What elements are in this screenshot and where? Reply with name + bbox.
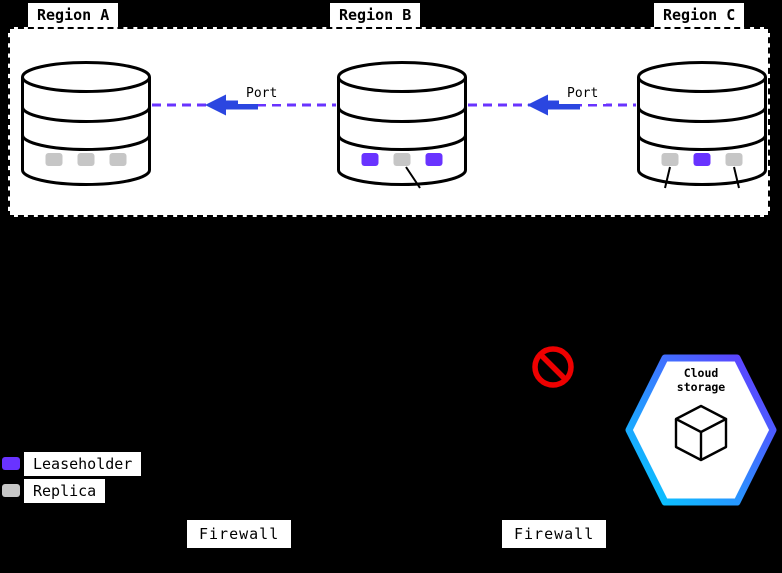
port-label: Port: [238, 83, 286, 104]
database-icon: [21, 61, 151, 186]
replica-square: [393, 153, 411, 166]
callout-line: [664, 166, 671, 189]
replica-square: [361, 153, 379, 166]
database-icon: [337, 61, 467, 189]
arrow-left-icon: [527, 94, 580, 116]
database-icon: [637, 61, 767, 189]
region-a-label: Region A: [28, 3, 119, 27]
port-label: Port: [559, 83, 607, 104]
region-c-label: Region C: [654, 3, 745, 27]
firewall-label: Firewall: [502, 520, 607, 548]
replica-square: [45, 153, 63, 166]
cube-icon: [674, 404, 728, 462]
callout-line: [405, 166, 421, 189]
arrow-left-icon: [205, 94, 258, 116]
region-link: [152, 94, 336, 116]
callout-line: [733, 166, 740, 189]
replica-square: [725, 153, 743, 166]
region-link: [468, 94, 636, 116]
replica-square: [661, 153, 679, 166]
replica-square: [77, 153, 95, 166]
legend-leaseholder-label: Leaseholder: [24, 452, 142, 476]
cloud-storage-hexagon-icon: [625, 354, 777, 506]
replica-square: [109, 153, 127, 166]
cloud-storage-label: Cloud storage: [676, 366, 726, 394]
replica-swatch-icon: [2, 484, 20, 497]
firewall-label: Firewall: [187, 520, 292, 548]
legend-replica-label: Replica: [24, 479, 106, 503]
replica-square: [425, 153, 443, 166]
replica-square: [693, 153, 711, 166]
prohibited-icon: [532, 346, 574, 388]
region-b-label: Region B: [330, 3, 421, 27]
leaseholder-swatch-icon: [2, 457, 20, 470]
